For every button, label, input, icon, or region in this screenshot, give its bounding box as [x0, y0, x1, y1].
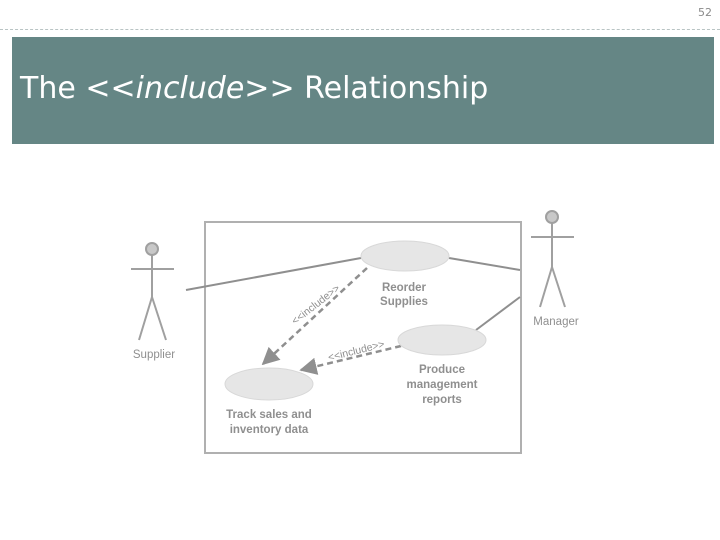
produce-label-line3: reports — [422, 394, 462, 406]
include-arrow-produce-track — [299, 344, 402, 375]
track-label-line2: inventory data — [230, 424, 309, 436]
slide-title: The <<include>> Relationship — [20, 71, 488, 106]
reorder-label-line2: Supplies — [380, 296, 428, 308]
title-keyword: <<include>> — [85, 71, 295, 106]
page-number: 52 — [698, 6, 712, 19]
manager-label: Manager — [533, 316, 579, 328]
title-band: The <<include>> Relationship — [12, 37, 714, 144]
include-arrow-reorder-track — [261, 267, 368, 366]
supplier-reorder-association — [185, 257, 362, 291]
title-prefix: The — [20, 71, 86, 106]
supplier-label: Supplier — [133, 349, 175, 361]
produce-label-line1: Produce — [419, 364, 465, 376]
manager-produce-association — [475, 296, 521, 331]
usecase-produce-reports — [397, 324, 487, 356]
usecase-reorder-supplies — [360, 240, 450, 272]
title-suffix: Relationship — [294, 71, 489, 106]
supplier-actor — [131, 242, 174, 341]
manager-actor — [531, 210, 574, 308]
manager-reorder-association — [448, 257, 521, 271]
top-divider — [0, 29, 720, 30]
reorder-label-line1: Reorder — [382, 282, 427, 294]
usecase-track-sales — [224, 367, 314, 401]
produce-label-line2: management — [407, 379, 478, 391]
track-label-line1: Track sales and — [226, 409, 312, 421]
